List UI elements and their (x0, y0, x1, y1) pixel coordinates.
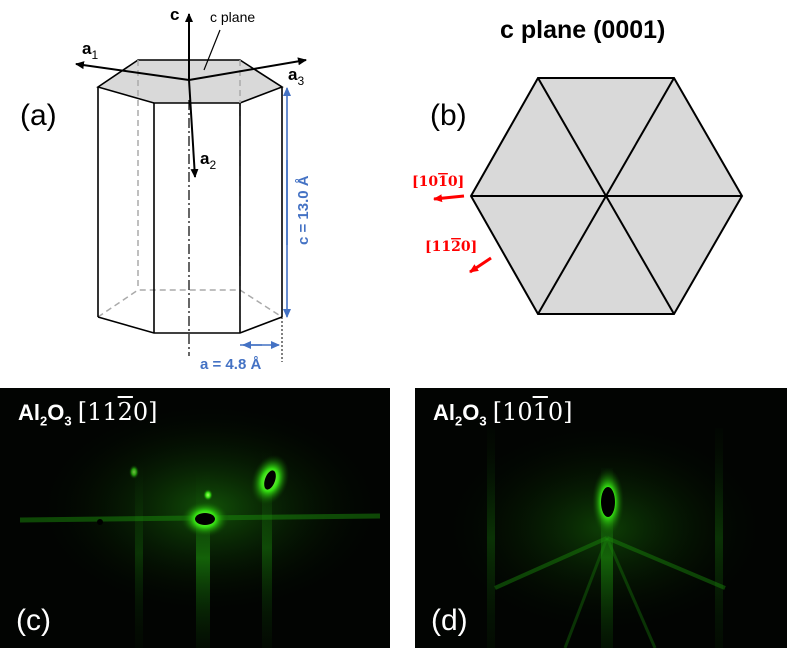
panel-c-label: (c) (16, 604, 51, 637)
hexagon-diagonals (471, 77, 742, 315)
panel-b-title: c plane (0001) (500, 16, 665, 44)
c-plane-diagram: c plane (0001) (b) [1010] [1120] (412, 16, 744, 315)
rheed-d-title: Al2O3 [1010] (433, 398, 573, 429)
a2-axis-arrow (188, 79, 199, 178)
a1-label: a1 (82, 39, 98, 62)
panel-b-label: (b) (430, 99, 467, 132)
c-dimension-label: c = 13.0 Å (295, 175, 312, 245)
direction-1010-label: [1010] (412, 174, 464, 190)
a2-subscript: 2 (209, 158, 216, 172)
panel-a-label: (a) (20, 99, 57, 132)
a3-axis-arrow (188, 57, 307, 81)
hexagonal-prism-diagram: c c plane a1 a3 a2 (a) c = 13.0 Å a = 4.… (20, 5, 312, 373)
rheed-image-d (415, 388, 787, 648)
rheed-c-title: Al2O3 [1120] (18, 398, 158, 429)
rheed-image-c (0, 388, 390, 648)
a3-subscript: 3 (297, 74, 304, 88)
c-axis-label: c (170, 5, 179, 24)
c-plane-pointer (203, 29, 221, 71)
a3-label: a3 (288, 65, 304, 88)
rheed-pattern-d: Al2O3 [1010] (d) (415, 388, 787, 648)
direction-1010-arrow (433, 194, 465, 203)
panel-a: c c plane a1 a3 a2 (a) c = 13.0 Å a = 4.… (0, 0, 380, 380)
c-plane-label: c plane (210, 9, 255, 25)
direction-1120-arrow (469, 256, 492, 274)
panel-b: c plane (0001) (b) [1010] [1120] (390, 0, 787, 380)
a1-subscript: 1 (91, 48, 98, 62)
a2-label: a2 (200, 149, 216, 172)
direction-1120-label: [1120] (425, 239, 477, 255)
panel-d-label: (d) (431, 604, 468, 637)
a-dimension-label: a = 4.8 Å (200, 356, 261, 373)
rheed-pattern-c: Al2O3 [1120] (c) (0, 388, 390, 648)
prism-edges (97, 87, 283, 334)
a1-axis-arrow (75, 61, 190, 81)
